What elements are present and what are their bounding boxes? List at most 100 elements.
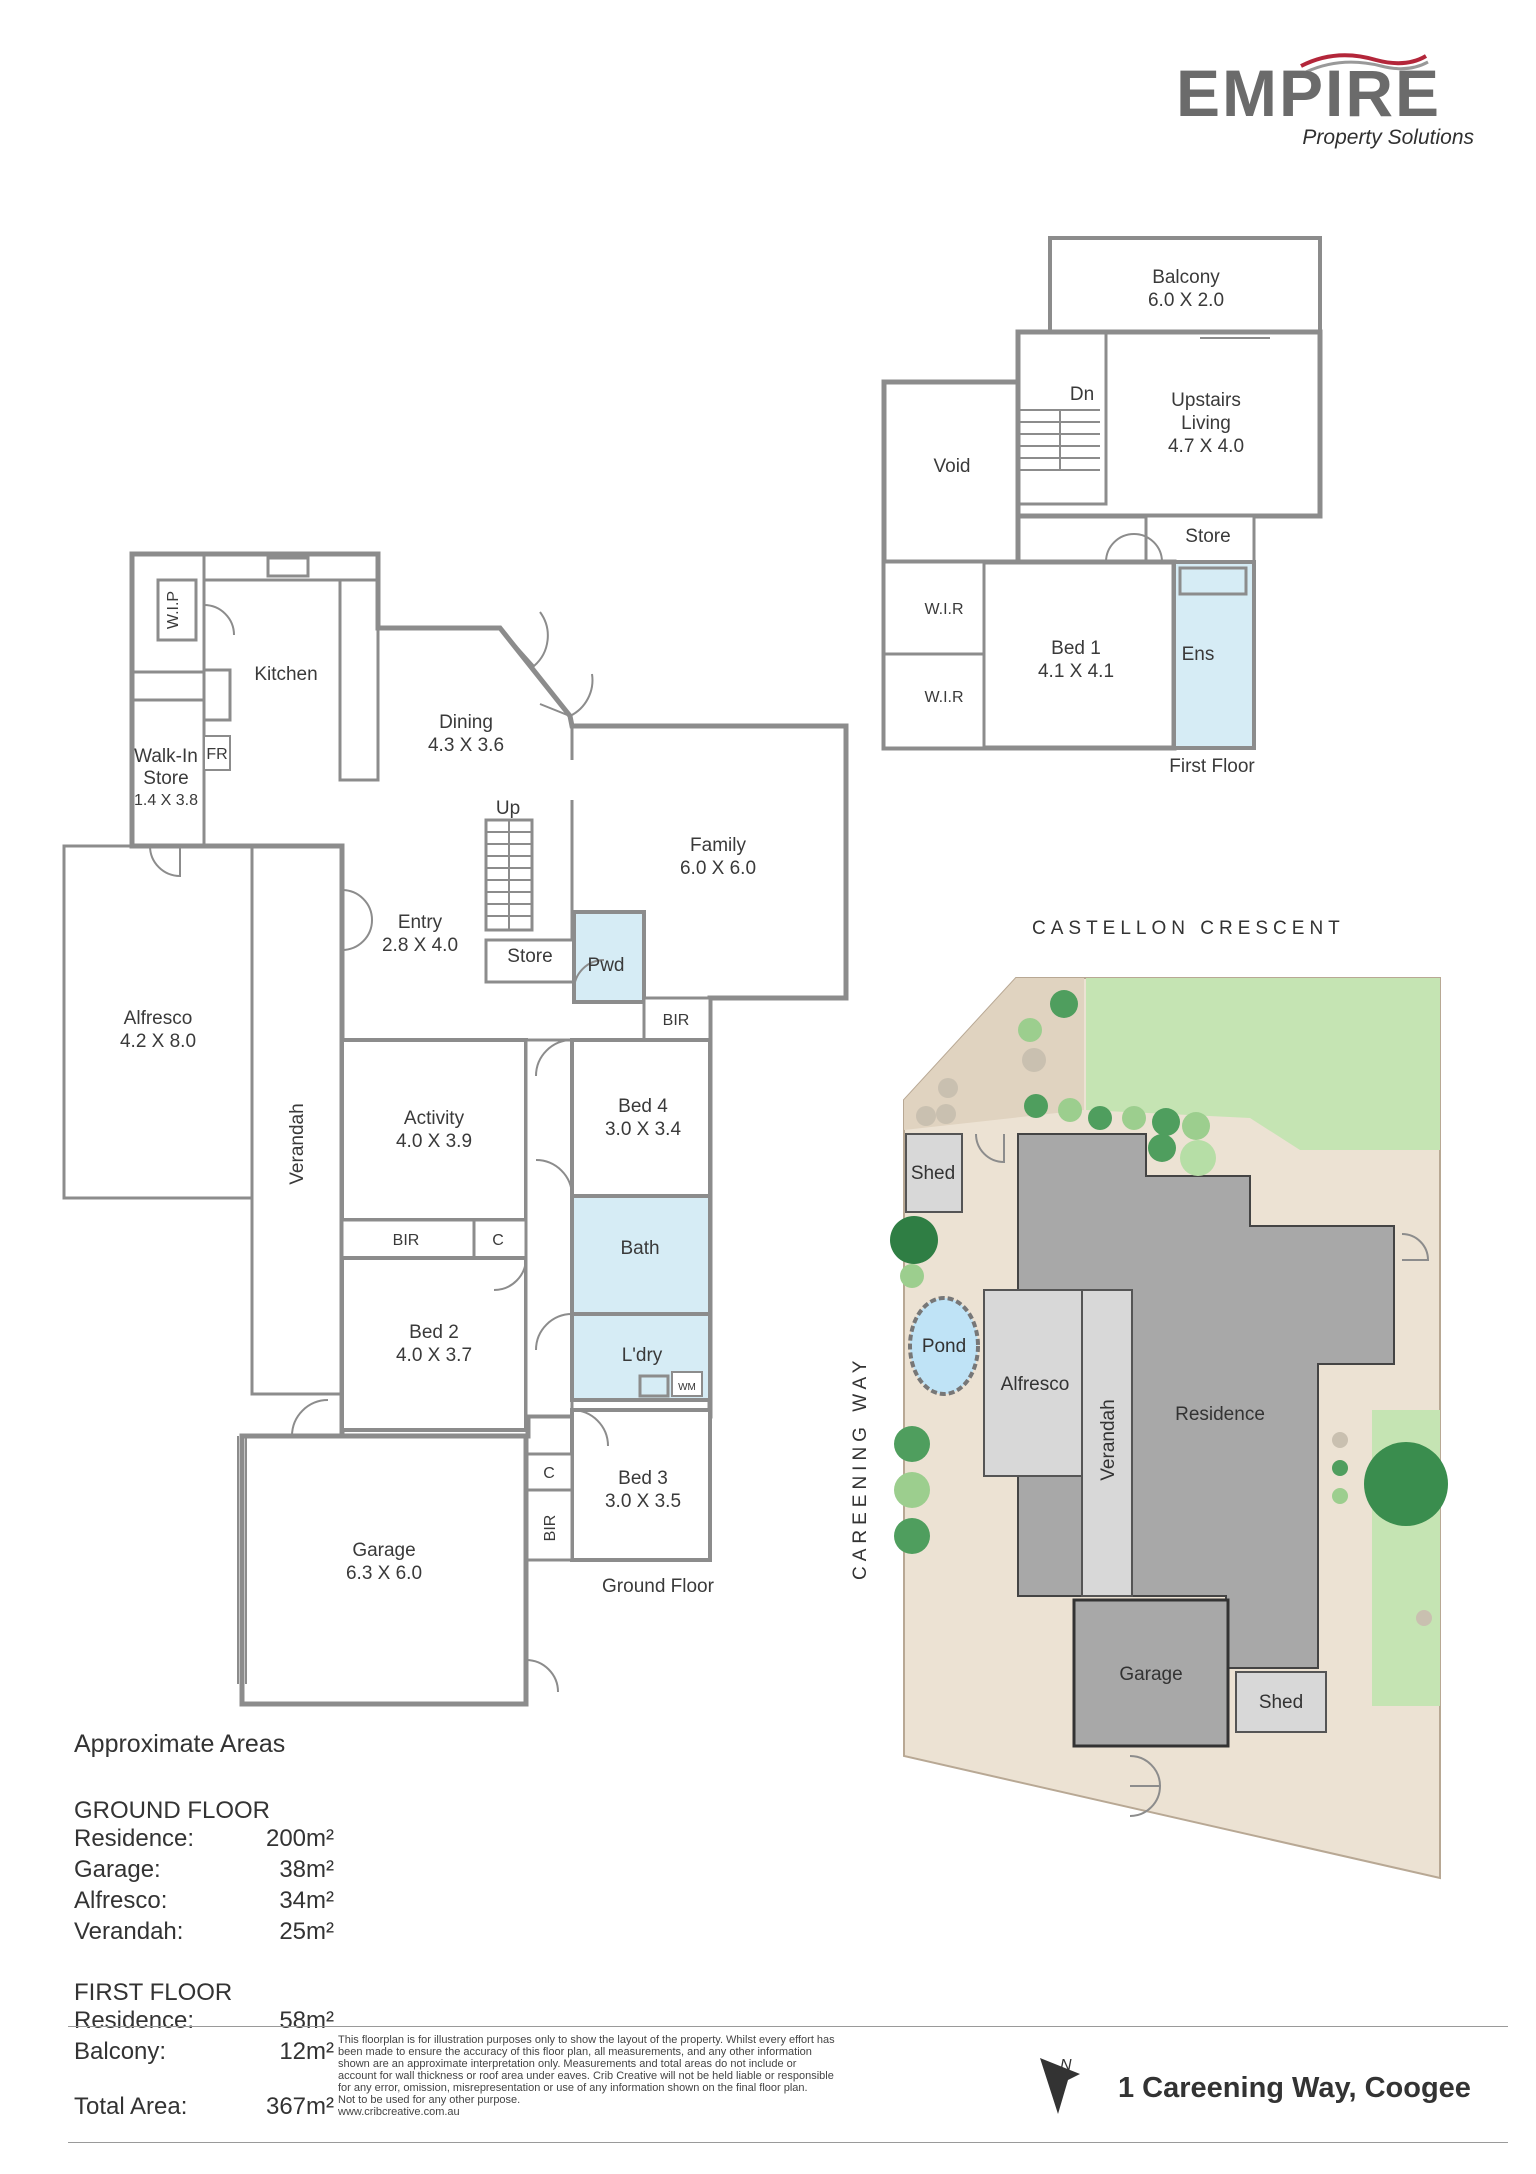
- area-summary: Approximate Areas GROUND FLOOR Residence…: [74, 1730, 334, 2124]
- room-bir-top: [642, 996, 712, 1042]
- label-alfresco-name: Alfresco: [124, 1008, 193, 1029]
- label-site-pond: Pond: [922, 1336, 966, 1357]
- label-living-dim: 4.7 X 4.0: [1168, 436, 1244, 457]
- room-wir2: [882, 652, 986, 750]
- property-address: 1 Careening Way, Coogee: [1118, 2072, 1471, 2104]
- label-activity-name: Activity: [404, 1108, 465, 1129]
- label-street-left: CAREENING WAY: [850, 1356, 871, 1580]
- label-dn: Dn: [1070, 384, 1094, 405]
- area-row: Garage:38m²: [74, 1856, 334, 1883]
- label-bed3-name: Bed 3: [618, 1468, 668, 1489]
- label-entry-dim: 2.8 X 4.0: [382, 935, 458, 956]
- label-bed2-dim: 4.0 X 3.7: [396, 1345, 472, 1366]
- room-balcony: [1048, 236, 1322, 334]
- first-floor-plan: [881, 236, 1323, 751]
- room-wir1: [882, 560, 986, 656]
- label-balcony-dim: 6.0 X 2.0: [1148, 290, 1224, 311]
- site-plan: [890, 977, 1448, 1880]
- area-row: Residence:200m²: [74, 1825, 334, 1852]
- room-bed3: [570, 1408, 712, 1562]
- stair-down: [1020, 409, 1100, 471]
- logo-tagline: Property Solutions: [1302, 126, 1474, 149]
- label-site-alfresco: Alfresco: [1001, 1374, 1070, 1395]
- site-door-side: [1401, 1233, 1430, 1261]
- label-living-name2: Living: [1181, 413, 1231, 434]
- site-labels: CASTELLON CRESCENT CAREENING WAY Shed Po…: [850, 918, 1340, 1713]
- area-row: Balcony:12m²: [74, 2038, 334, 2065]
- label-store-first: Store: [1185, 526, 1230, 547]
- label-pwd: Pwd: [588, 955, 625, 976]
- stair-well: [1016, 330, 1108, 506]
- ensuite-bath: [1178, 566, 1248, 596]
- site-verandah: [1081, 1289, 1133, 1597]
- kitchen-bench: [204, 578, 380, 782]
- label-bed4-name: Bed 4: [618, 1096, 668, 1117]
- label-bed2-name: Bed 2: [409, 1322, 459, 1343]
- label-site-residence: Residence: [1175, 1404, 1265, 1425]
- balcony-slider: [1190, 331, 1270, 339]
- site-shed-top: [905, 1133, 963, 1213]
- label-site-garage: Garage: [1119, 1664, 1182, 1685]
- label-verandah: Verandah: [287, 1103, 308, 1184]
- label-living-name: Upstairs: [1171, 390, 1241, 411]
- divider-bottom: [68, 2142, 1508, 2143]
- brand-logo: EMPIRE Property Solutions: [1176, 53, 1486, 160]
- site-shed-bottom: [1235, 1671, 1327, 1733]
- label-bir-low: BIR: [542, 1515, 559, 1542]
- room-bed2: [340, 1256, 528, 1432]
- first-floor-title: FIRST FLOOR: [74, 1979, 233, 2006]
- ground-door-swings: [149, 604, 609, 1693]
- label-activity-dim: 4.0 X 3.9: [396, 1131, 472, 1152]
- label-site-verandah: Verandah: [1098, 1399, 1119, 1480]
- divider-top: [68, 2026, 1508, 2027]
- label-bed1-dim: 4.1 X 4.1: [1038, 661, 1114, 682]
- label-wir1: W.I.R: [924, 601, 963, 618]
- label-c-low: C: [543, 1465, 555, 1482]
- label-wm: WM: [678, 1382, 696, 1393]
- label-wir2: W.I.R: [924, 689, 963, 706]
- logo-wordmark: EMPIRE: [1176, 56, 1442, 130]
- north-label: N: [1060, 2057, 1072, 2074]
- label-garage-dim: 6.3 X 6.0: [346, 1563, 422, 1584]
- label-ground-floor: Ground Floor: [602, 1576, 715, 1597]
- room-garage: [239, 1433, 529, 1707]
- total-area-row: Total Area:367m²: [74, 2093, 334, 2120]
- room-bath: [570, 1194, 712, 1316]
- label-bir-top: BIR: [663, 1012, 690, 1029]
- label-first-floor: First Floor: [1169, 756, 1255, 777]
- area-row: Verandah:25m²: [74, 1918, 334, 1945]
- label-wip: W.I.P: [165, 591, 182, 629]
- room-verandah: [250, 844, 344, 1396]
- room-pwd: [572, 910, 646, 1004]
- garage-door: [237, 1436, 247, 1684]
- site-alfresco: [983, 1289, 1083, 1477]
- ground-floor-title: GROUND FLOOR: [74, 1797, 271, 1824]
- label-site-shed-top: Shed: [911, 1163, 955, 1184]
- label-walkin-name2: Store: [143, 768, 188, 789]
- room-activity: [340, 1038, 528, 1222]
- kitchen-sink: [266, 556, 310, 578]
- label-up: Up: [496, 798, 520, 819]
- label-store: Store: [507, 946, 552, 967]
- label-dining-name: Dining: [439, 712, 493, 733]
- label-c-mid: C: [492, 1232, 504, 1249]
- laundry-sink: [638, 1374, 670, 1398]
- site-garage: [1072, 1598, 1230, 1748]
- site-pond: [908, 1296, 980, 1396]
- logo-swoosh-icon: [1300, 53, 1429, 74]
- label-dining-dim: 4.3 X 3.6: [428, 735, 504, 756]
- label-bath: Bath: [620, 1238, 659, 1259]
- north-arrow-icon: N: [1040, 2057, 1080, 2114]
- areas-heading: Approximate Areas: [74, 1730, 286, 1758]
- label-garage-name: Garage: [352, 1540, 415, 1561]
- site-gate: [1129, 1755, 1162, 1817]
- lawn-top: [1086, 978, 1440, 1150]
- label-family-dim: 6.0 X 6.0: [680, 858, 756, 879]
- label-kitchen: Kitchen: [254, 664, 317, 685]
- label-family-name: Family: [690, 835, 746, 856]
- label-balcony-name: Balcony: [1152, 267, 1220, 288]
- hallway: [524, 1038, 574, 1418]
- washing-machine: [671, 1371, 703, 1397]
- room-wip: [156, 578, 198, 642]
